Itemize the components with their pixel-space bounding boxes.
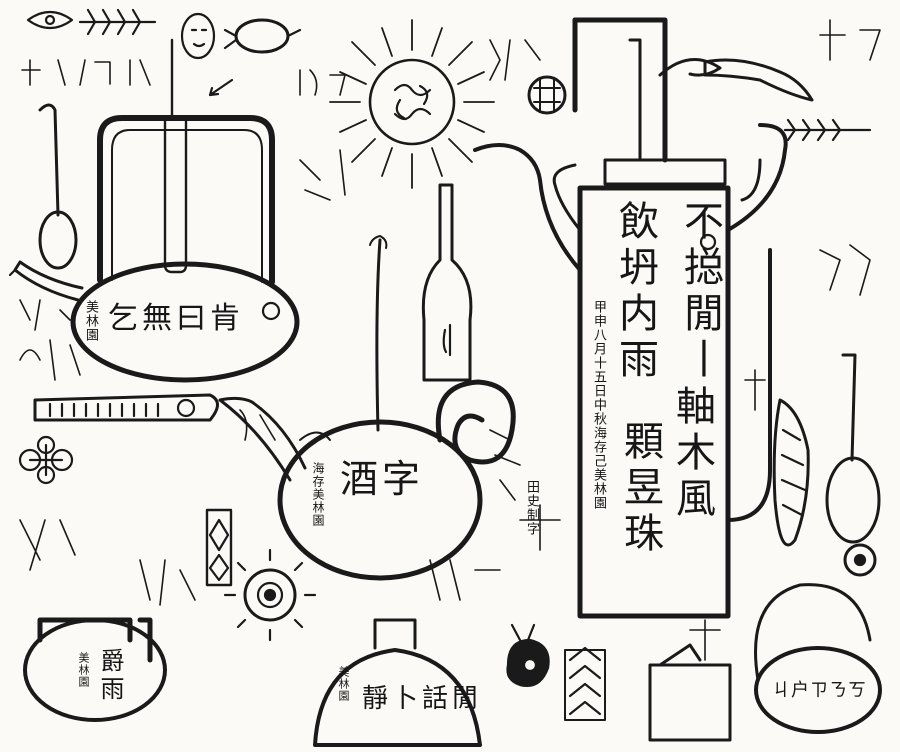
- butterfly-motif: [18, 435, 74, 485]
- left-teapot-text: 乞無曰肯: [108, 301, 244, 336]
- stamp-mid: 田史制字: [524, 480, 539, 536]
- feather-motif: [772, 398, 810, 547]
- bottom-center-lid-text: 靜卜話閒: [362, 684, 483, 714]
- comb-motif: [33, 393, 219, 422]
- center-teapot-seal: 海存美林園: [311, 462, 325, 527]
- center-teapot: [218, 235, 516, 581]
- cross-seal: [527, 75, 567, 115]
- left-teapot-seal: 美林園: [83, 300, 98, 342]
- bottom-left-pot: [23, 617, 167, 722]
- bottom-right-pot: [648, 583, 882, 742]
- main-inscription-col-1: 不搃閒丨: [677, 200, 723, 384]
- right-spoon: [825, 353, 881, 544]
- top-left-motifs: [26, 8, 302, 97]
- bottom-center-lid: [313, 618, 482, 747]
- pomegranate-motif: [506, 623, 550, 687]
- main-inscription-col-2: 軸木風: [669, 385, 715, 523]
- main-inscription-col-4: 顆昱珠: [617, 420, 663, 558]
- diamond-totem: [205, 508, 233, 587]
- main-inscription-col-3: 飲坍内雨: [612, 200, 658, 384]
- left-spoon: [38, 103, 78, 270]
- bottom-center-lid-seal: 美林園: [337, 666, 350, 702]
- center-teapot-text: 酒字: [340, 457, 425, 501]
- bottle-motif: [421, 183, 473, 382]
- rosette-motif: [223, 548, 317, 642]
- triangle-frieze: [564, 646, 606, 721]
- tall-teapot: [473, 17, 788, 619]
- bottom-right-pot-text: ㄐ户ㄗㄋㄎ: [772, 680, 867, 701]
- main-inscription-date: 甲申八月十五日中秋海存己美林園: [591, 300, 606, 510]
- left-teapot: [8, 38, 300, 383]
- pictograph-glyphs: [19, 19, 881, 661]
- bottom-left-pot-seal: 美林園: [77, 652, 90, 688]
- bottom-left-pot-text: 爵雨: [96, 648, 124, 704]
- sun-motif: [329, 19, 495, 189]
- eye-rosette: [843, 543, 877, 577]
- bird-motif: [658, 58, 872, 142]
